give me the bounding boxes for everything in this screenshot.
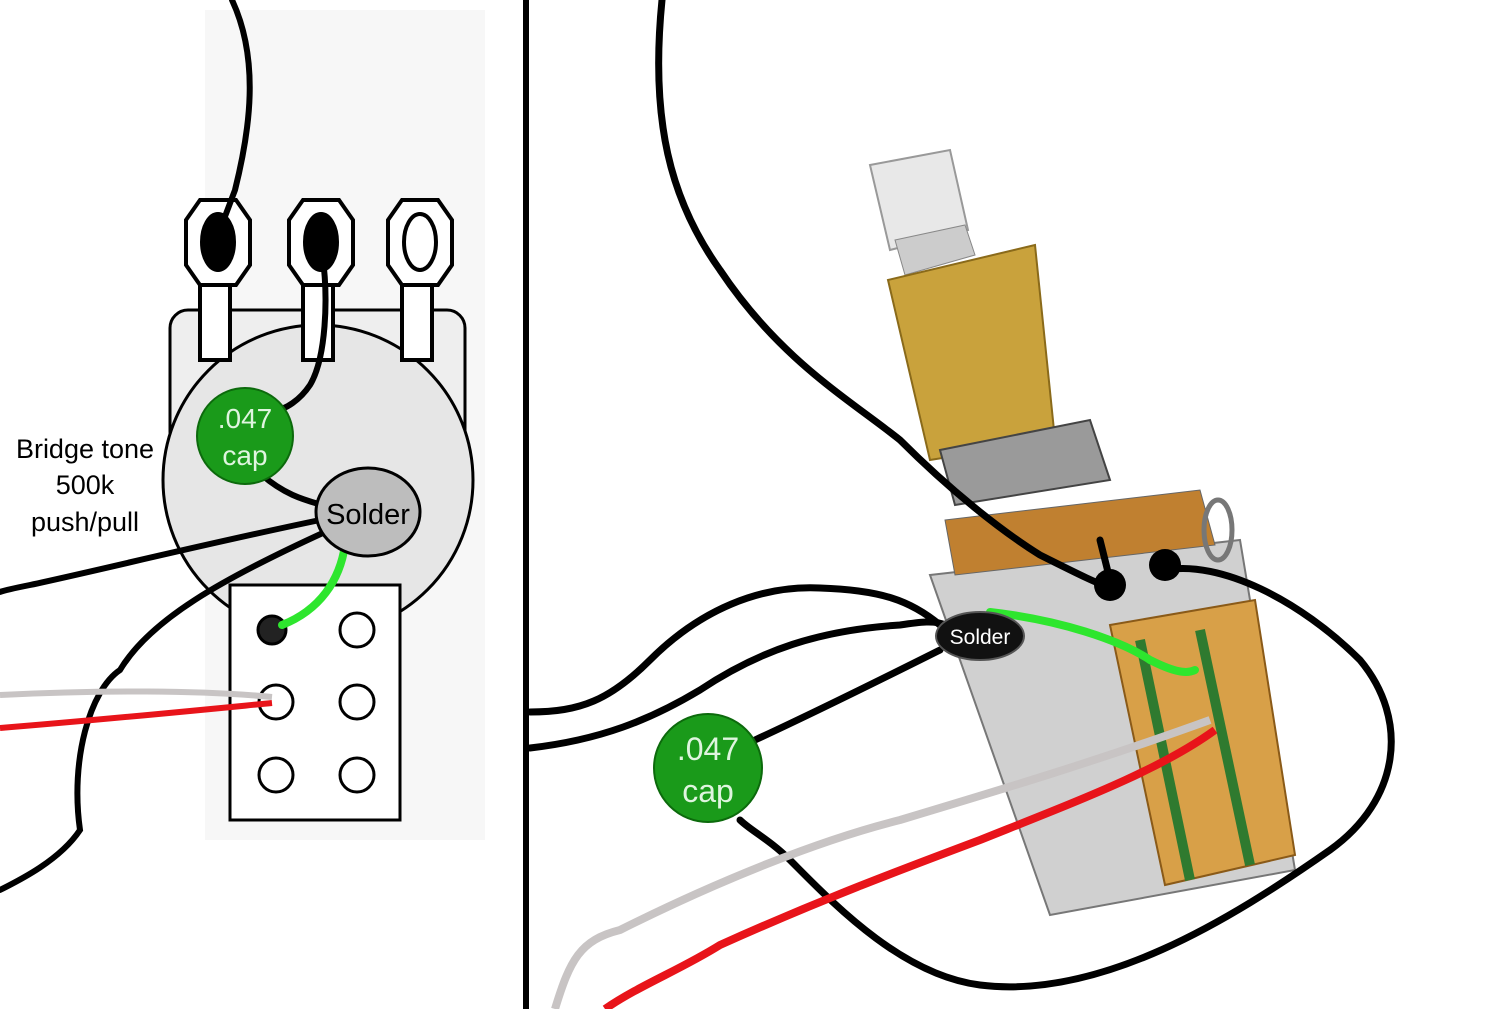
pot-lug <box>1201 497 1235 563</box>
right-panel: .047 cap Solder <box>526 0 1395 1009</box>
pot-label-line-1: Bridge tone <box>16 434 154 464</box>
wire-white-right <box>551 716 1212 1009</box>
wire-solder-out-2 <box>0 529 328 893</box>
switch-terminal <box>257 756 295 794</box>
wire-solder-out-1-right <box>526 584 944 716</box>
lug-1-hole <box>200 212 236 272</box>
brass-bushing <box>886 243 1057 462</box>
switch-terminal <box>338 683 376 721</box>
wire-solder-out-2-right <box>526 618 949 752</box>
lug-3-hole <box>402 212 438 272</box>
wire-lug2-cap <box>272 242 329 413</box>
solder-label-left: Solder <box>326 499 410 531</box>
cap-value-left: .047 <box>218 403 273 434</box>
wire-green-right <box>986 608 1199 676</box>
switch-terminal <box>256 614 288 646</box>
pot-shaft <box>868 148 970 252</box>
switch-terminal <box>338 611 376 649</box>
wire-black-top <box>215 0 253 238</box>
wire-loop <box>736 565 1395 991</box>
switch-strip <box>1195 628 1255 867</box>
wire-green-left <box>278 541 349 629</box>
left-black-wires <box>0 0 329 893</box>
lug-2-hole <box>303 212 339 272</box>
wire-cap-solder-right <box>751 646 944 744</box>
switch-terminal <box>338 756 376 794</box>
switch-terminals <box>256 611 376 794</box>
wire-red-right <box>602 726 1218 1009</box>
capacitor-right <box>653 713 763 823</box>
wire-red-left <box>0 700 273 731</box>
pot-label-line-2: 500k <box>56 470 115 500</box>
lug-joint <box>1094 569 1126 601</box>
capacitor-left <box>196 387 294 485</box>
panel-divider <box>523 0 529 1009</box>
lug-3-leg <box>400 278 434 362</box>
solder-joint-left <box>314 466 422 558</box>
solder-joint-right <box>935 611 1025 661</box>
left-panel: .047 cap Solder Bridge tone 500k push/pu… <box>0 0 485 893</box>
solder-label-right: Solder <box>950 626 1011 649</box>
lug-joint <box>1149 549 1181 581</box>
right-black-wires <box>526 0 1395 991</box>
pot-label-line-3: push/pull <box>31 507 139 537</box>
wire-solder-out-1 <box>0 517 323 595</box>
cap-unit-left: cap <box>222 440 267 471</box>
cap-value-right: .047 <box>677 731 739 767</box>
lug-2-leg <box>301 278 335 362</box>
pot-shaft-collar <box>894 224 976 276</box>
wire-white-left <box>0 688 273 700</box>
pot-lug-ring <box>944 489 1216 576</box>
pot-lugs <box>184 198 454 362</box>
cap-unit-right: cap <box>682 773 734 809</box>
wire-black-top-right <box>655 0 1116 592</box>
lug-1-leg <box>198 278 232 362</box>
